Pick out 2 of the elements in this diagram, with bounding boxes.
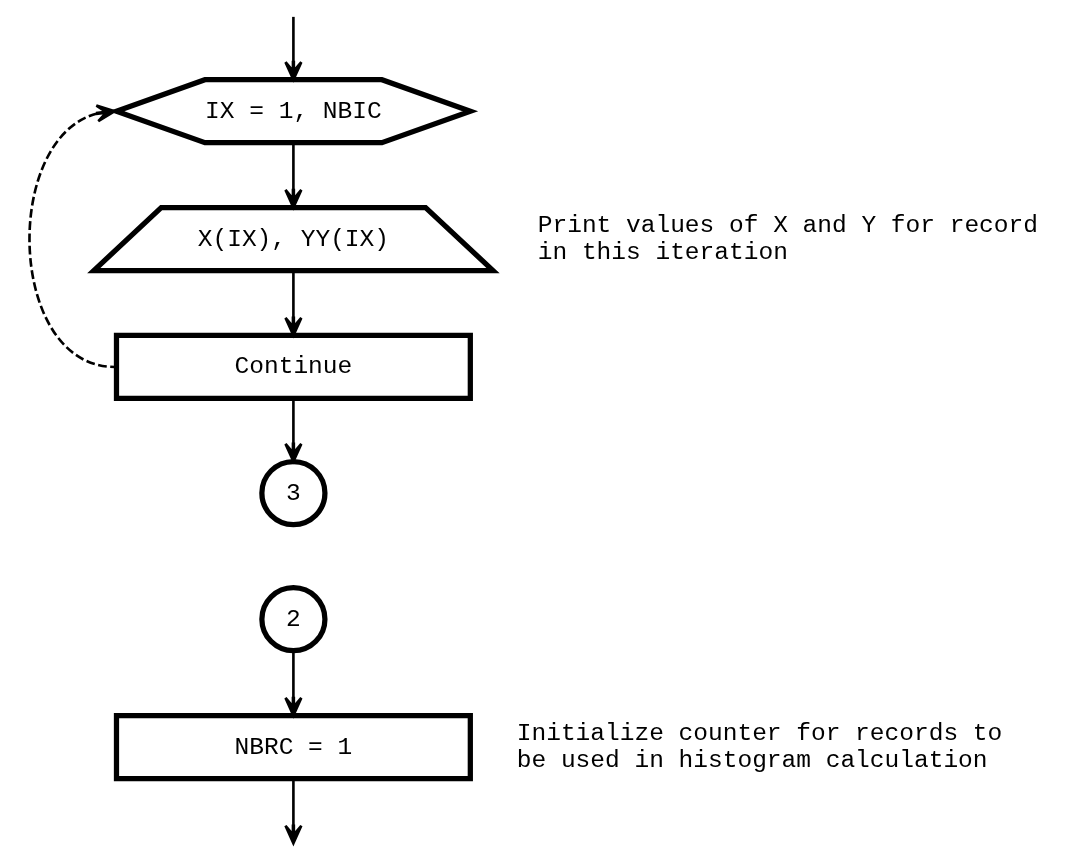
node-label: Initialize counter for records to be used in histogram calculation: [516, 720, 1002, 774]
node-label: Print values of X and Y for record in this iteration: [537, 212, 1038, 266]
